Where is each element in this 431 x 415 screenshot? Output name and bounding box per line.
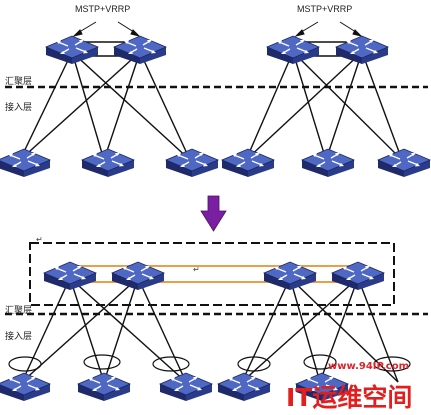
bottom-access-layer-label: 接入层 [5, 331, 33, 341]
top-right-access-switch-1 [221, 148, 275, 178]
irf-box-icon [29, 242, 395, 306]
watermark-name: IT运维空间 [286, 383, 413, 412]
top-right-core-switch-2 [335, 35, 389, 65]
top-right-links [245, 41, 403, 161]
top-aggregation-layer-label: 汇聚层 [5, 76, 33, 86]
top-left-core-switch-1 [45, 35, 99, 65]
bottom-access-switch-2 [77, 372, 131, 402]
return-mark-1: ↵ [36, 235, 43, 244]
top-right-access-switch-3 [377, 148, 431, 178]
down-arrow-icon [200, 195, 227, 232]
top-left-protocol-label: MSTP+VRRP [75, 4, 131, 14]
top-left-access-switch-3 [165, 148, 219, 178]
watermark-url: www.94IP.com [328, 361, 410, 372]
bottom-access-switch-3 [159, 372, 213, 402]
bottom-access-switch-1 [0, 372, 51, 402]
top-left-access-switch-2 [81, 148, 135, 178]
return-mark-2: ↵ [193, 265, 200, 274]
top-left-mstp-arrows [72, 21, 141, 37]
top-right-core-switch-1 [266, 35, 320, 65]
top-left-access-switch-1 [0, 148, 51, 178]
top-right-protocol-label: MSTP+VRRP [297, 4, 353, 14]
bottom-access-switch-4 [217, 372, 271, 402]
bottom-aggregation-layer-label: 汇聚层 [5, 305, 33, 315]
top-access-layer-label: 接入层 [5, 102, 33, 112]
top-left-links [19, 41, 191, 161]
top-left-core-switch-2 [113, 35, 167, 65]
top-right-mstp-arrows [294, 21, 363, 37]
lag-ellipse-icon [8, 354, 411, 372]
top-right-access-switch-2 [301, 148, 355, 178]
